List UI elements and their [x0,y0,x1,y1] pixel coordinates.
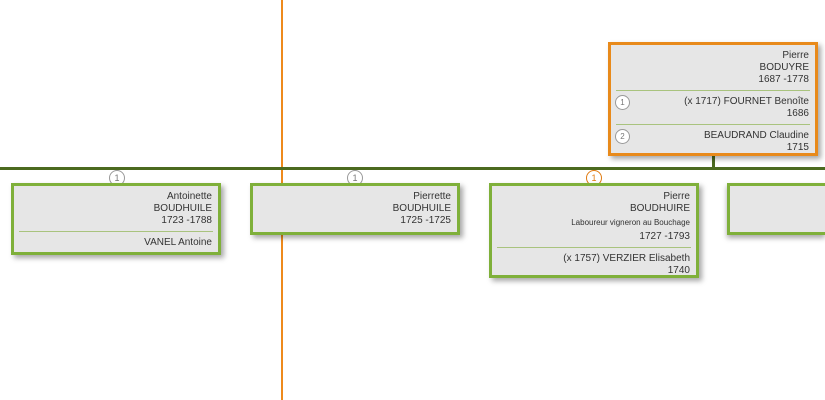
first-name: Pierre [782,50,809,61]
divider [616,124,810,125]
spouse-row[interactable]: (x 1757) VERZIER Elisabeth 1740 [492,248,696,281]
spouse-row[interactable]: 1 (x 1717) FOURNET Benoîte 1686 [611,91,815,124]
spouse-dates: 1686 [786,108,809,119]
spouse-number-badge: 1 [615,95,630,110]
spouse-dates: 1740 [667,265,690,276]
spouse-dates: 1715 [786,142,809,153]
last-name: BOUDHUILE [153,203,212,214]
spouse-name: (x 1717) FOURNET Benoîte [684,96,809,107]
divider [497,247,691,248]
spouse-row[interactable]: VANEL Antoine [14,232,218,253]
parent-connector-line [712,155,715,169]
spouse-name: VANEL Antoine [144,237,212,248]
spouse-name: BEAUDRAND Claudine [703,130,809,141]
last-name: BOUDHUIRE [629,203,690,214]
person-card-child[interactable]: Antoinette BOUDHUILE 1723 -1788 VANEL An… [11,183,221,255]
person-card-child[interactable]: Pierrette BOUDHUILE 1725 -1725 [250,183,460,235]
first-name: Pierre [663,191,690,202]
person-card-child[interactable] [727,183,825,235]
life-dates: 1687 -1778 [758,74,809,85]
life-dates: 1723 -1788 [161,215,212,226]
last-name: BOUDHUILE [392,203,451,214]
spouse-row[interactable]: 2 BEAUDRAND Claudine 1715 [611,125,815,158]
life-dates: 1727 -1793 [639,231,690,242]
first-name: Antoinette [166,191,212,202]
spouse-name: (x 1757) VERZIER Elisabeth [563,253,690,264]
sibling-connector-line [0,167,825,170]
child-marriage-badge[interactable]: 1 [586,170,602,186]
first-name: Pierrette [413,191,451,202]
person-card-child[interactable]: Pierre BOUDHUIRE Laboureur vigneron au B… [489,183,699,278]
life-dates: 1725 -1725 [400,215,451,226]
divider [19,231,213,232]
occupation: Laboureur vigneron au Bouchage [571,218,690,227]
last-name: BODUYRE [759,62,809,73]
divider [616,90,810,91]
spouse-number-badge: 2 [615,129,630,144]
person-card-parent[interactable]: Pierre BODUYRE 1687 -1778 1 (x 1717) FOU… [608,42,818,156]
